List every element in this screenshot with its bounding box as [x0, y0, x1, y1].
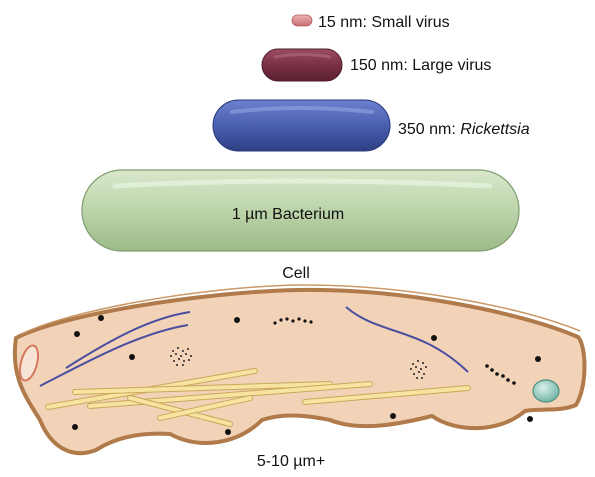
bacterium: [81, 169, 520, 252]
large-virus: [261, 48, 343, 82]
small-virus-label: 15 nm: Small virus: [318, 14, 450, 31]
blue-filament: [345, 306, 469, 373]
rickettsia: [212, 99, 391, 152]
cell: [12, 284, 587, 456]
bacterium-label: 1 µm Bacterium: [232, 206, 344, 223]
yellow-filaments: [45, 368, 471, 427]
small-virus: [291, 14, 313, 27]
cell-title: Cell: [282, 265, 310, 282]
ribosome-chain: [485, 364, 516, 385]
blue-filament: [65, 311, 191, 369]
blue-filament: [39, 324, 189, 387]
cell-membrane: [12, 287, 587, 456]
cell-size-label: 5-10 µm+: [257, 453, 325, 470]
ribosome-chain: [273, 317, 313, 325]
nucleus: [532, 379, 560, 403]
granule-cluster: [410, 360, 427, 379]
rickettsia-label: 350 nm: Rickettsia: [398, 121, 530, 138]
large-virus-label: 150 nm: Large virus: [350, 57, 491, 74]
granule-cluster: [170, 347, 192, 366]
ribosomes: [72, 315, 541, 435]
vesicle: [18, 344, 40, 382]
